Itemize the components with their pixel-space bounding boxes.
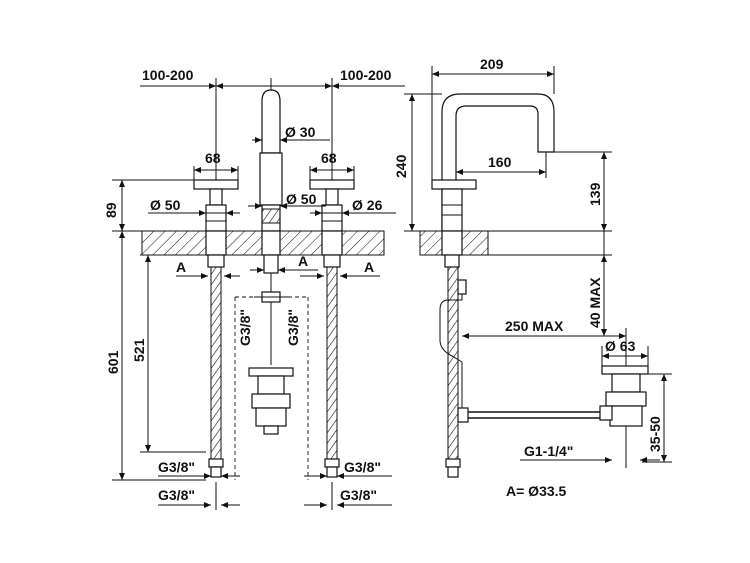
front-spout [254, 89, 288, 365]
dim-waste-thread: G1-1/4" [524, 443, 573, 459]
dim-height-above-deck: 89 [103, 202, 119, 218]
waste-conn-left: G3/8" [237, 309, 253, 346]
note-a-diameter: A= Ø33.5 [506, 483, 567, 499]
dim-waste-range: 35-50 [647, 416, 663, 452]
side-spout [441, 93, 555, 231]
dim-base-spout-dia: Ø 50 [286, 191, 317, 207]
dim-a-right: A [364, 259, 374, 275]
dim-rod-max-length: 250 MAX [505, 318, 564, 334]
dim-handle-right-width: 68 [321, 150, 337, 166]
dim-below-deck: 521 [131, 338, 147, 362]
side-waste [599, 365, 649, 427]
dim-total-height: 601 [105, 350, 121, 374]
front-waste [248, 367, 294, 435]
dim-a-left: A [176, 259, 186, 275]
left-valve [193, 179, 239, 478]
dim-reach-total: 209 [480, 56, 504, 72]
side-hose [447, 266, 459, 460]
conn-right-lower: G3/8" [340, 487, 377, 503]
right-valve [309, 179, 355, 478]
dim-handle-left-width: 68 [205, 150, 221, 166]
dim-reach-spout: 160 [488, 154, 512, 170]
dim-left-spread: 100-200 [142, 67, 194, 83]
dim-base-right-dia: Ø 26 [352, 197, 383, 213]
dim-waste-dia: Ø 63 [605, 338, 636, 354]
side-view: 209 240 160 139 40 MAX 250 MAX Ø 63 [393, 56, 672, 499]
dim-base-left-dia: Ø 50 [150, 197, 181, 213]
dim-spout-height: 240 [393, 154, 409, 178]
waste-conn-right: G3/8" [285, 309, 301, 346]
front-view: 100-200 100-200 Ø 30 68 68 Ø 50 Ø 50 Ø 2… [103, 67, 405, 510]
conn-left-upper: G3/8" [158, 459, 195, 475]
side-handle [431, 179, 477, 190]
dim-outlet-height: 139 [587, 182, 603, 206]
dim-spout-dia: Ø 30 [285, 124, 316, 140]
dim-rod-max-height: 40 MAX [587, 277, 603, 328]
dim-right-spread: 100-200 [340, 67, 392, 83]
dim-a-mid: A [298, 253, 308, 269]
conn-left-lower: G3/8" [158, 487, 195, 503]
conn-right-upper: G3/8" [344, 459, 381, 475]
